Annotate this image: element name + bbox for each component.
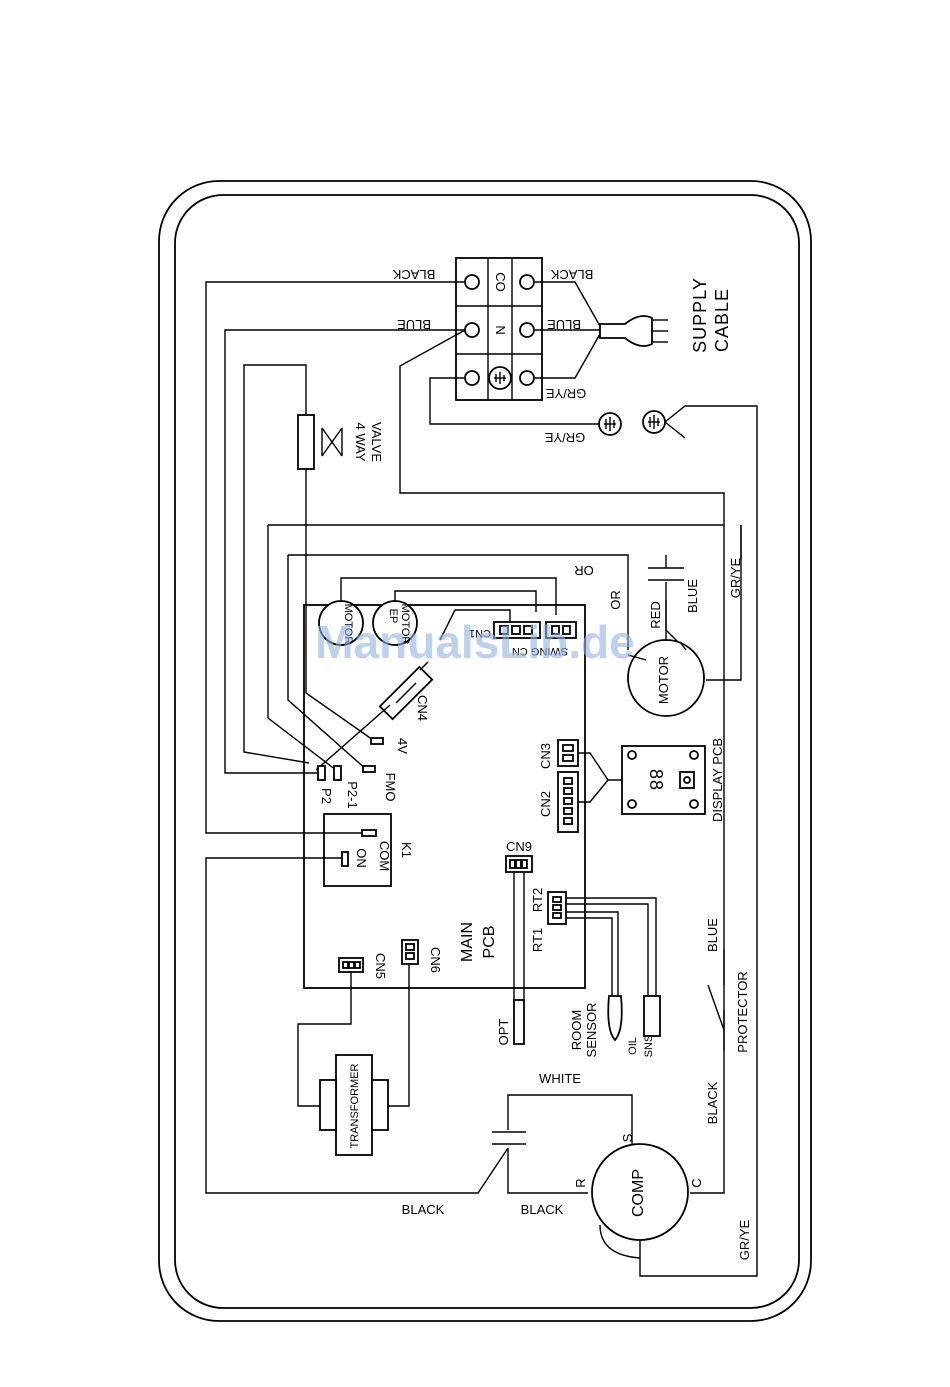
label-main: MAIN	[459, 922, 476, 962]
label-pcb: PCB	[481, 926, 498, 959]
terminal-n-right	[519, 322, 535, 338]
label-pipe-a: OIL	[627, 1037, 639, 1055]
label-comp: COMP	[630, 1169, 647, 1217]
transformer	[319, 1054, 389, 1156]
relay-k1	[323, 813, 392, 887]
inner-frame	[174, 194, 800, 1309]
terminal-co-label: CO	[493, 272, 508, 292]
connector-cn4	[378, 665, 434, 721]
fan-motor	[627, 600, 705, 717]
terminal-n-label: N	[493, 325, 508, 334]
label-motor-main: MOTOR	[656, 656, 671, 704]
label-c: C	[689, 1178, 704, 1187]
label-or-mid: OR	[608, 590, 623, 610]
connector-cn1	[493, 621, 541, 639]
connector-swing-cn	[545, 621, 577, 639]
label-cn1: CN1	[469, 627, 491, 639]
label-rt1: RT1	[530, 928, 545, 952]
terminal-co-right	[519, 274, 535, 290]
connector-rt2	[547, 891, 567, 925]
label-motor-small-1: MOTOR	[342, 604, 354, 645]
terminal-p21	[333, 765, 342, 781]
connector-cn2	[557, 771, 579, 833]
label-fmo: FMO	[383, 773, 398, 802]
label-on: ON	[354, 848, 369, 868]
label-black-bottom-mid: BLACK	[521, 1202, 564, 1217]
connector-cn3	[557, 739, 579, 767]
relay-com-contact	[361, 829, 377, 837]
label-blue-left: BLUE	[397, 317, 431, 332]
terminal-p2	[317, 765, 326, 781]
label-blue-right: BLUE	[547, 317, 581, 332]
label-red: RED	[648, 601, 663, 628]
label-pipe-b: SNS	[643, 1035, 655, 1058]
display-digits: 88	[646, 769, 666, 791]
ground-symbol-right	[642, 410, 666, 434]
label-display-pcb: DISPLAY PCB	[710, 738, 725, 822]
label-motor-small-2a: EP	[387, 609, 399, 624]
label-protector: PROTECTOR	[735, 971, 750, 1052]
ground-symbol-left	[598, 412, 622, 436]
four-way-valve	[297, 414, 343, 470]
opt-sensor	[513, 999, 525, 1045]
room-sensor	[607, 995, 623, 1042]
label-cn6: CN6	[428, 947, 443, 973]
label-opt: OPT	[496, 1019, 511, 1046]
label-or-top: OR	[574, 563, 594, 578]
watermark: ManualsLib.de	[315, 616, 634, 668]
label-blue-protector: BLUE	[705, 918, 720, 952]
label-com: COM	[377, 841, 392, 871]
outer-frame	[158, 180, 812, 1322]
label-rt2: RT2	[530, 888, 545, 912]
label-cn2: CN2	[538, 791, 553, 817]
label-black-top-right: BLACK	[550, 267, 593, 282]
label-4v: 4V	[395, 738, 410, 754]
label-supply: SUPPLY	[690, 277, 710, 353]
label-s: S	[620, 1133, 635, 1142]
terminal-fmo	[362, 765, 376, 773]
label-cable: CABLE	[712, 288, 732, 352]
label-blue-motor: BLUE	[685, 579, 700, 613]
label-cn3: CN3	[538, 743, 553, 769]
label-valve-2: VALVE	[369, 422, 384, 462]
label-grye-bottom: GR/YE	[737, 1219, 752, 1260]
label-black-top-left: BLACK	[392, 267, 435, 282]
label-white: WHITE	[539, 1071, 581, 1086]
connector-cn5	[338, 957, 364, 973]
terminal-ground-icon	[488, 366, 512, 390]
label-grye-terminal: GR/YE	[545, 386, 586, 401]
label-r: R	[573, 1178, 588, 1187]
connector-cn9	[505, 855, 533, 873]
label-sensor: SENSOR	[584, 1003, 599, 1058]
label-k1: K1	[399, 842, 414, 858]
pipe-sensor	[643, 995, 661, 1037]
relay-on-contact	[341, 851, 349, 867]
terminal-4v	[370, 737, 384, 745]
display-pcb	[621, 745, 706, 815]
label-valve-1: 4 WAY	[353, 422, 368, 461]
label-room: ROOM	[569, 1010, 584, 1050]
label-cn9: CN9	[506, 839, 532, 854]
label-grye-ground: GR/YE	[544, 430, 585, 445]
label-black-bottom-left: BLACK	[402, 1202, 445, 1217]
label-cn5: CN5	[373, 953, 388, 979]
label-motor-small-2b: MOTOR	[399, 604, 411, 645]
compressor	[591, 1143, 689, 1259]
terminal-ground-right	[519, 370, 535, 386]
label-cn4: CN4	[415, 695, 430, 721]
label-p21: P2-1	[345, 781, 360, 808]
label-swing-cn: SWING CN	[512, 645, 568, 657]
main-pcb	[303, 604, 586, 989]
supply-plug	[535, 281, 668, 379]
label-p2: P2	[319, 788, 334, 804]
label-black-comp: BLACK	[705, 1081, 720, 1124]
label-transformer: TRANSFORMER	[349, 1063, 361, 1148]
terminal-block: CO N	[455, 257, 543, 401]
connector-cn6	[401, 939, 419, 965]
label-grye-motor: GR/YE	[728, 557, 743, 598]
